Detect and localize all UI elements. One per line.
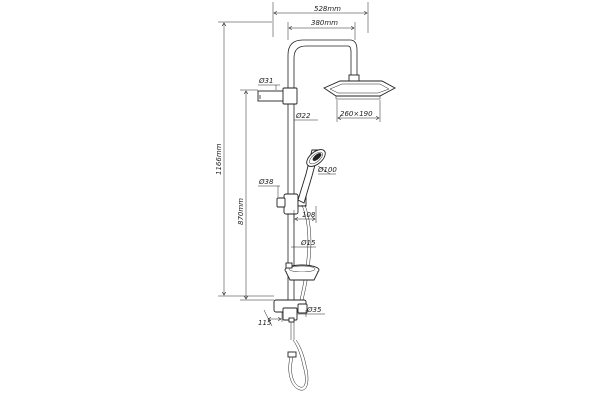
dimension-upper-bracket: Ø31 bbox=[258, 77, 280, 90]
main-pipe-outer bbox=[287, 39, 358, 300]
dimension-head-size: 260×190 bbox=[336, 100, 381, 122]
dimension-mixer-offset-label: 115 bbox=[258, 319, 272, 327]
dimension-head-size-label: 260×190 bbox=[340, 110, 373, 118]
dimension-rail-height: 870mm bbox=[237, 89, 274, 301]
bottom-hose bbox=[290, 322, 295, 340]
dimension-pipe: Ø22 bbox=[294, 112, 318, 121]
upper-wall-bracket bbox=[257, 87, 298, 105]
dimension-mixer-label: Ø35 bbox=[306, 306, 322, 314]
lower-hose-loop bbox=[288, 339, 309, 391]
shower-column bbox=[257, 39, 396, 391]
shower-hose bbox=[299, 204, 312, 301]
dimension-holder-label: Ø38 bbox=[258, 178, 274, 186]
dimension-holder-offset-label: 108 bbox=[302, 211, 316, 219]
dimension-hand-shower: Ø100 bbox=[317, 165, 337, 175]
dimension-top-width-label: 528mm bbox=[314, 5, 341, 13]
mixer-diverter bbox=[273, 299, 308, 323]
dimension-arm-width-label: 380mm bbox=[311, 19, 338, 27]
dimension-rail-height-label: 870mm bbox=[237, 198, 245, 225]
dimension-upper-bracket-label: Ø31 bbox=[258, 77, 273, 85]
dimension-pipe-label: Ø22 bbox=[295, 112, 311, 120]
dimension-mixer: Ø35 bbox=[297, 306, 325, 317]
dimension-hand-shower-label: Ø100 bbox=[317, 166, 337, 174]
dimension-total-height: 1166mm bbox=[215, 21, 274, 297]
dimension-holder: Ø38 bbox=[258, 178, 280, 197]
hand-shower bbox=[297, 149, 326, 204]
dimension-total-height-label: 1166mm bbox=[215, 143, 223, 175]
dimension-hose-label: Ø15 bbox=[300, 239, 316, 247]
main-pipe-inner bbox=[293, 45, 352, 300]
dimension-mixer-offset: 115 bbox=[258, 309, 283, 327]
hose-nut bbox=[287, 351, 297, 358]
hand-shower-holder bbox=[276, 193, 307, 215]
overhead-shower-head bbox=[323, 80, 396, 100]
soap-dish bbox=[284, 262, 320, 281]
dimension-top-width: 528mm bbox=[272, 2, 369, 37]
dimension-holder-offset: 108 bbox=[293, 206, 317, 223]
dimension-arm-width: 380mm bbox=[287, 19, 356, 40]
dimension-hose: Ø15 bbox=[291, 239, 316, 248]
